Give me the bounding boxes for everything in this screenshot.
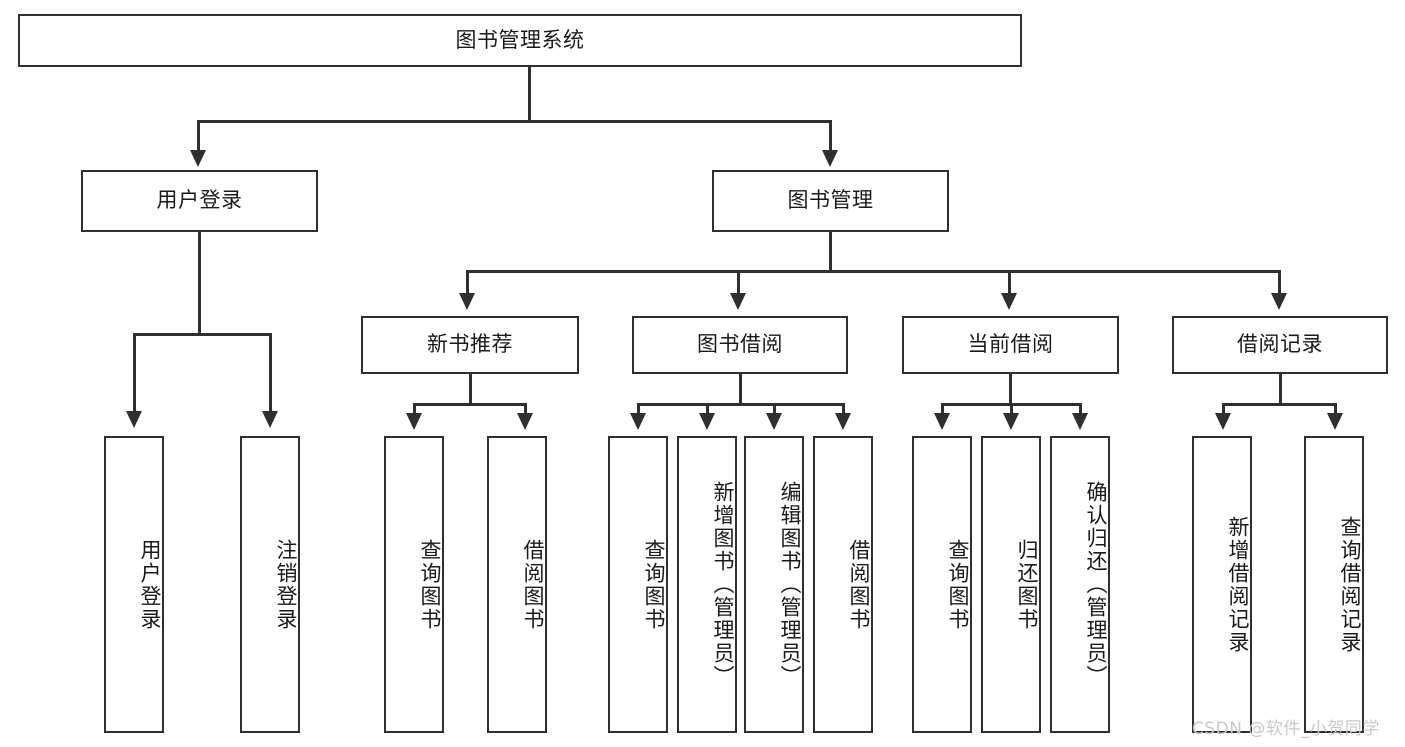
connector-nbr-stem: [469, 374, 472, 405]
connector-cb-to-leaf-1: [941, 403, 944, 415]
arrow-bm-to-new-book: [459, 293, 475, 310]
arrow-bb-to-leaf-4: [835, 413, 851, 430]
connector-bm-to-current-borrow: [1008, 270, 1011, 294]
leaf-bb-edit-book-admin[interactable]: 编辑图书（管理员）: [744, 436, 804, 733]
node-new-book-recommend[interactable]: 新书推荐: [361, 316, 579, 374]
connector-br-to-leaf-1: [1222, 403, 1225, 415]
leaf-br-add-record[interactable]: 新增借阅记录: [1192, 436, 1252, 733]
leaf-user-login-logout[interactable]: 注销登录: [240, 436, 300, 733]
leaf-cb-confirm-return-admin[interactable]: 确认归还（管理员）: [1050, 436, 1110, 733]
node-root-book-management-system[interactable]: 图书管理系统: [18, 14, 1022, 67]
connector-nbr-to-leaf-2: [524, 403, 527, 415]
arrow-cb-to-leaf-1: [934, 413, 950, 430]
leaf-nbr-borrow-book[interactable]: 借阅图书: [487, 436, 547, 733]
connector-cb-to-leaf-3: [1079, 403, 1082, 415]
arrow-root-to-book-management: [822, 150, 838, 167]
connector-bm-to-borrow-record: [1278, 270, 1281, 294]
connector-br-bar: [1222, 403, 1337, 406]
connector-root-bar: [197, 120, 831, 123]
leaf-cb-query-book[interactable]: 查询图书: [912, 436, 972, 733]
connector-nbr-to-leaf-1: [413, 403, 416, 415]
arrow-br-to-leaf-2: [1327, 413, 1343, 430]
arrow-bb-to-leaf-3: [766, 413, 782, 430]
connector-nbr-bar: [413, 403, 527, 406]
leaf-br-query-record[interactable]: 查询借阅记录: [1304, 436, 1364, 733]
leaf-user-login-login[interactable]: 用户登录: [104, 436, 164, 733]
arrow-nbr-to-leaf-2: [517, 413, 533, 430]
arrow-user-login-to-leaf-1: [126, 411, 142, 428]
connector-user-login-to-leaf-1: [133, 333, 136, 413]
connector-book-management-stem: [829, 232, 832, 272]
leaf-nbr-query-book[interactable]: 查询图书: [384, 436, 444, 733]
node-book-borrow[interactable]: 图书借阅: [632, 316, 848, 374]
connector-bb-to-leaf-4: [842, 403, 845, 415]
arrow-user-login-to-leaf-2: [262, 411, 278, 428]
connector-bb-stem: [739, 374, 742, 405]
node-user-login[interactable]: 用户登录: [81, 170, 318, 232]
connector-br-to-leaf-2: [1334, 403, 1337, 415]
connector-user-login-stem: [198, 232, 201, 335]
connector-user-login-to-leaf-2: [269, 333, 272, 413]
connector-bb-bar: [637, 403, 845, 406]
arrow-bm-to-book-borrow: [730, 293, 746, 310]
connector-root-stem: [528, 67, 531, 120]
connector-bb-to-leaf-3: [773, 403, 776, 415]
connector-bb-to-leaf-2: [706, 403, 709, 415]
arrow-root-to-user-login: [190, 150, 206, 167]
connector-root-to-user-login: [197, 120, 200, 152]
leaf-bb-add-book-admin[interactable]: 新增图书（管理员）: [677, 436, 737, 733]
arrow-nbr-to-leaf-1: [406, 413, 422, 430]
connector-book-management-bar: [466, 270, 1280, 273]
csdn-watermark: CSDN @软件_小贺同学: [1192, 719, 1380, 739]
arrow-cb-to-leaf-3: [1072, 413, 1088, 430]
connector-bb-to-leaf-1: [637, 403, 640, 415]
node-current-borrow[interactable]: 当前借阅: [902, 316, 1119, 374]
arrow-bm-to-current-borrow: [1001, 293, 1017, 310]
leaf-cb-return-book[interactable]: 归还图书: [981, 436, 1041, 733]
connector-root-to-book-management: [829, 120, 832, 152]
arrow-br-to-leaf-1: [1215, 413, 1231, 430]
connector-bm-to-book-borrow: [737, 270, 740, 294]
connector-cb-stem: [1009, 374, 1012, 405]
arrow-cb-to-leaf-2: [1003, 413, 1019, 430]
leaf-bb-borrow-book[interactable]: 借阅图书: [813, 436, 873, 733]
connector-br-stem: [1279, 374, 1282, 405]
arrow-bb-to-leaf-2: [699, 413, 715, 430]
node-borrow-record[interactable]: 借阅记录: [1172, 316, 1388, 374]
leaf-bb-query-book[interactable]: 查询图书: [608, 436, 668, 733]
node-book-management[interactable]: 图书管理: [712, 170, 949, 232]
connector-cb-to-leaf-2: [1010, 403, 1013, 415]
connector-user-login-bar: [133, 333, 270, 336]
connector-bm-to-new-book: [466, 270, 469, 294]
arrow-bm-to-borrow-record: [1271, 293, 1287, 310]
arrow-bb-to-leaf-1: [630, 413, 646, 430]
